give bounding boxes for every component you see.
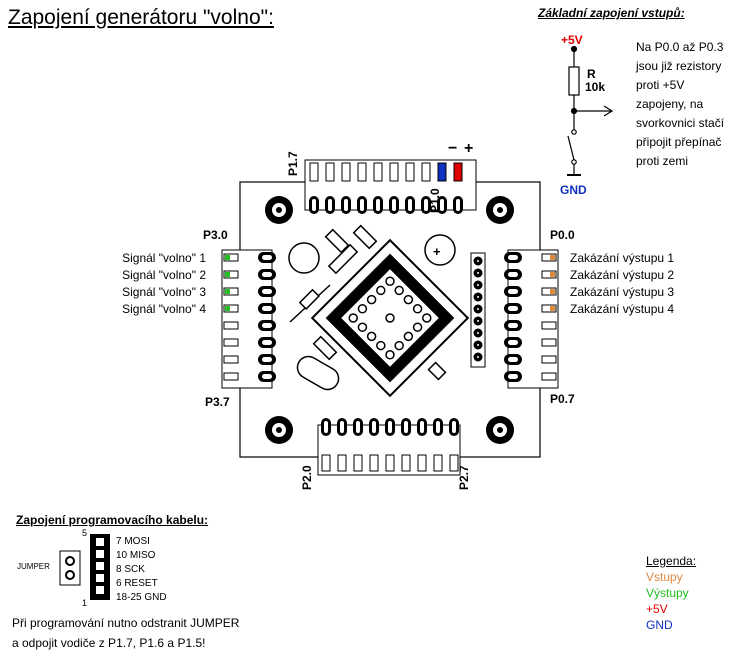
pin-1-label: 1 <box>82 598 88 608</box>
header-pin <box>309 162 319 182</box>
header-pin <box>357 162 367 182</box>
header-pin <box>421 162 431 182</box>
header-pin <box>449 454 459 472</box>
programming-title: Zapojení programovacího kabelu: <box>16 513 209 527</box>
signal-label-3: Signál "volno" 3 <box>122 285 206 299</box>
header-pin <box>541 338 557 347</box>
label-p10: P1.0 <box>428 188 442 213</box>
label-minus: − <box>448 140 458 157</box>
legend-item-vcc: +5V <box>646 602 668 616</box>
header-pin <box>541 355 557 364</box>
header-pin <box>369 454 379 472</box>
schematic-description: Na P0.0 až P0.3 jsou již rezistory proti… <box>636 40 725 168</box>
programming-note: Při programování nutno odstranit JUMPER … <box>12 613 239 653</box>
header-pin <box>223 355 239 364</box>
label-p07: P0.7 <box>550 392 575 406</box>
header-pin <box>223 304 239 313</box>
header-p2 <box>317 418 461 476</box>
signal-label-4: Signál "volno" 4 <box>122 302 206 316</box>
header-pin <box>433 454 443 472</box>
header-pin <box>541 304 557 313</box>
pin-item: 7 MOSI <box>116 536 150 547</box>
header-pin <box>541 270 557 279</box>
capacitor-right <box>424 234 456 266</box>
pin-list: 7 MOSI 10 MISO 8 SCK 6 RESET 18-25 GND <box>116 535 167 605</box>
mounting-holes <box>265 196 514 444</box>
arrow-icon <box>603 105 614 117</box>
header-pin <box>405 162 415 182</box>
header-pin <box>341 162 351 182</box>
header-pin <box>337 454 347 472</box>
header-pin <box>223 338 239 347</box>
disable-label-3: Zakázání výstupu 3 <box>570 285 675 299</box>
header-pin <box>353 454 363 472</box>
svg-text:+: + <box>433 244 441 259</box>
header-pin <box>223 270 239 279</box>
header-pin <box>417 454 427 472</box>
resistor-value: 10k <box>585 80 606 94</box>
input-schematic <box>567 45 614 176</box>
legend-item-gnd: GND <box>646 618 673 632</box>
label-p37: P3.7 <box>205 395 230 409</box>
legend-item-outputs: Výstupy <box>646 586 689 600</box>
signal-label-1: Signál "volno" 1 <box>122 251 206 265</box>
pin-5-label: 5 <box>82 528 88 538</box>
label-p27: P2.7 <box>457 465 471 490</box>
header-pin <box>453 162 463 182</box>
label-p30: P3.0 <box>203 228 228 242</box>
header-pin <box>385 454 395 472</box>
pin-item: 6 RESET <box>116 578 158 589</box>
disable-label-1: Zakázání výstupu 1 <box>570 251 675 265</box>
pin-item: 18-25 GND <box>116 592 167 603</box>
header-pin <box>223 253 239 262</box>
page-title: Zapojení generátoru "volno": <box>8 6 274 29</box>
label-plus: + <box>464 140 474 157</box>
vcc-label: +5V <box>561 33 583 47</box>
legend: Legenda: Vstupy Výstupy +5V GND <box>646 553 696 633</box>
header-pin <box>541 287 557 296</box>
crystal <box>296 355 340 391</box>
note-line-2: a odpojit vodiče z P1.7, P1.6 a P1.5! <box>12 636 206 650</box>
pin-item: 8 SCK <box>116 564 145 575</box>
header-pin <box>373 162 383 182</box>
signal-label-2: Signál "volno" 2 <box>122 268 206 282</box>
label-p17: P1.7 <box>286 151 300 176</box>
resistor-symbol <box>568 66 580 96</box>
header-pin <box>223 321 239 330</box>
header-p3 <box>221 249 276 389</box>
header-p0 <box>504 249 559 389</box>
header-pin <box>437 162 447 182</box>
header-pin <box>541 372 557 381</box>
schematic-title: Základní zapojení vstupů: <box>538 6 685 20</box>
legend-title: Legenda: <box>646 554 697 568</box>
gnd-label: GND <box>560 183 587 197</box>
header-pin <box>541 321 557 330</box>
header-pin <box>541 253 557 262</box>
note-line-1: Při programování nutno odstranit JUMPER <box>12 616 240 630</box>
label-p00: P0.0 <box>550 228 575 242</box>
pin-item: 10 MISO <box>116 550 156 561</box>
jumper-label: JUMPER <box>17 562 50 571</box>
header-pin <box>223 287 239 296</box>
header-pin <box>321 454 331 472</box>
header-pin <box>401 454 411 472</box>
disable-label-4: Zakázání výstupu 4 <box>570 302 675 316</box>
board-components: + <box>288 224 486 398</box>
header-pin <box>223 372 239 381</box>
header-pin <box>389 162 399 182</box>
capacitor-left <box>288 242 320 274</box>
label-p20: P2.0 <box>300 465 314 490</box>
switch-symbol <box>567 135 575 161</box>
resistor-name: R <box>587 67 596 81</box>
header-pin <box>325 162 335 182</box>
disable-label-2: Zakázání výstupu 2 <box>570 268 675 282</box>
legend-item-inputs: Vstupy <box>646 570 683 584</box>
header-p1 <box>304 159 477 214</box>
